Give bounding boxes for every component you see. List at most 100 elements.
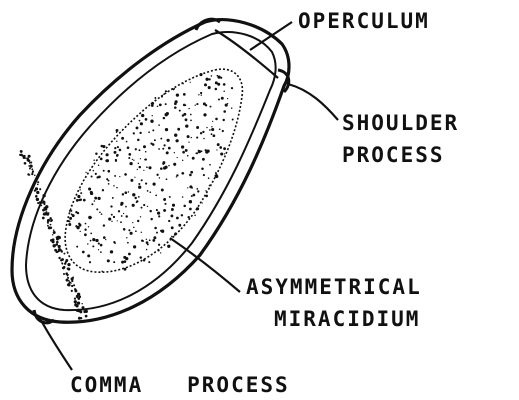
stipple-dot [105,239,106,240]
stipple-dot [132,222,133,223]
stipple-dot [215,118,218,121]
shell-texture-dot [80,317,82,319]
shell-texture-dot [72,277,74,279]
stipple-dot [100,251,102,253]
stipple-dot [158,215,160,217]
stipple-dot [222,130,224,132]
stipple-dot [117,146,119,148]
stipple-dot [111,221,112,222]
stipple-dot [175,100,178,103]
stipple-dot [166,91,168,93]
shell-texture-dot [74,288,76,290]
stipple-dot [140,122,143,125]
stipple-dot [170,214,173,217]
stipple-dot [137,220,139,222]
stipple-dot [139,132,141,134]
stipple-dot [127,242,129,244]
stipple-dot [140,158,141,159]
shell-texture-dot [19,154,21,156]
shell-texture-dot [42,217,45,220]
stipple-dot [191,137,192,138]
stipple-dot [158,124,160,126]
shell-texture-dot [41,205,42,206]
shell-texture-dot [77,301,80,304]
stipple-dot [100,244,103,247]
shell-texture-dot [74,297,76,299]
stipple-dot [147,243,149,245]
stipple-dot [151,104,154,107]
stipple-dot [117,220,118,221]
shoulder-process-pointer [288,84,338,120]
stipple-dot [90,192,93,195]
stipple-dot [71,205,72,206]
stipple-dot [190,114,192,116]
shell-texture-dot [47,225,49,227]
stipple-dot [123,256,126,259]
stipple-dot [190,171,193,174]
stipple-dot [114,242,116,244]
stipple-dot [112,197,114,199]
shell-texture-dot [68,284,71,287]
shell-texture-dot [45,213,47,215]
stipple-dot [205,151,208,154]
shell-texture-dot [28,165,30,167]
shell-texture-dot [20,150,23,153]
stipple-dot [202,131,204,133]
stipple-dot [157,105,159,107]
stipple-dot [205,104,207,106]
stipple-dot [185,124,188,127]
stipple-dot [88,187,91,190]
stipple-dot [128,157,130,159]
stipple-dot [124,191,127,194]
stipple-dot [70,210,72,212]
stipple-dot [76,199,79,202]
stipple-dot [165,128,168,131]
shell-texture-dot [65,272,68,275]
stipple-dot [80,192,82,194]
stipple-dot [148,166,151,169]
stipple-dot [190,82,191,83]
stipple-dot [113,185,114,186]
shell-texture-dot [37,184,39,186]
stipple-dot [139,120,141,122]
stipple-dot [171,236,173,238]
stipple-dot [161,96,163,98]
stipple-dot [123,228,126,231]
shell-texture-dot [71,290,73,292]
stipple-dot [146,166,148,168]
stipple-dot [182,83,184,85]
stipple-dot [85,223,87,225]
stipple-dot [145,118,148,121]
stipple-dot [219,128,221,130]
stipple-dot [125,215,127,217]
shell-texture-dot [42,194,45,197]
stipple-dot [160,252,161,253]
stipple-dot [147,206,148,207]
stipple-dot [101,213,103,215]
stipple-dot [174,106,177,109]
shell-texture-dot [82,308,84,310]
stipple-dot [205,190,206,191]
stipple-dot [114,175,116,177]
stipple-dot [124,268,127,271]
stipple-dot [219,146,222,149]
stipple-dot [137,139,140,142]
stipple-dot [148,261,150,263]
stipple-dot [121,215,123,217]
stipple-dot [105,160,107,162]
stipple-dot [147,190,149,192]
stipple-dot [185,104,187,106]
stipple-dot [166,139,169,142]
stipple-dot [209,185,211,187]
shell-texture-dot [29,168,31,170]
stipple-dot [220,152,223,155]
stipple-dot [221,97,224,100]
stipple-dot [168,147,171,150]
shell-texture-dot [27,173,29,175]
stipple-dot [231,87,233,89]
stipple-dot [130,179,133,182]
stipple-dot [120,202,123,205]
stipple-dot [202,158,205,161]
stipple-dot [188,108,189,109]
stipple-dot [213,134,216,137]
